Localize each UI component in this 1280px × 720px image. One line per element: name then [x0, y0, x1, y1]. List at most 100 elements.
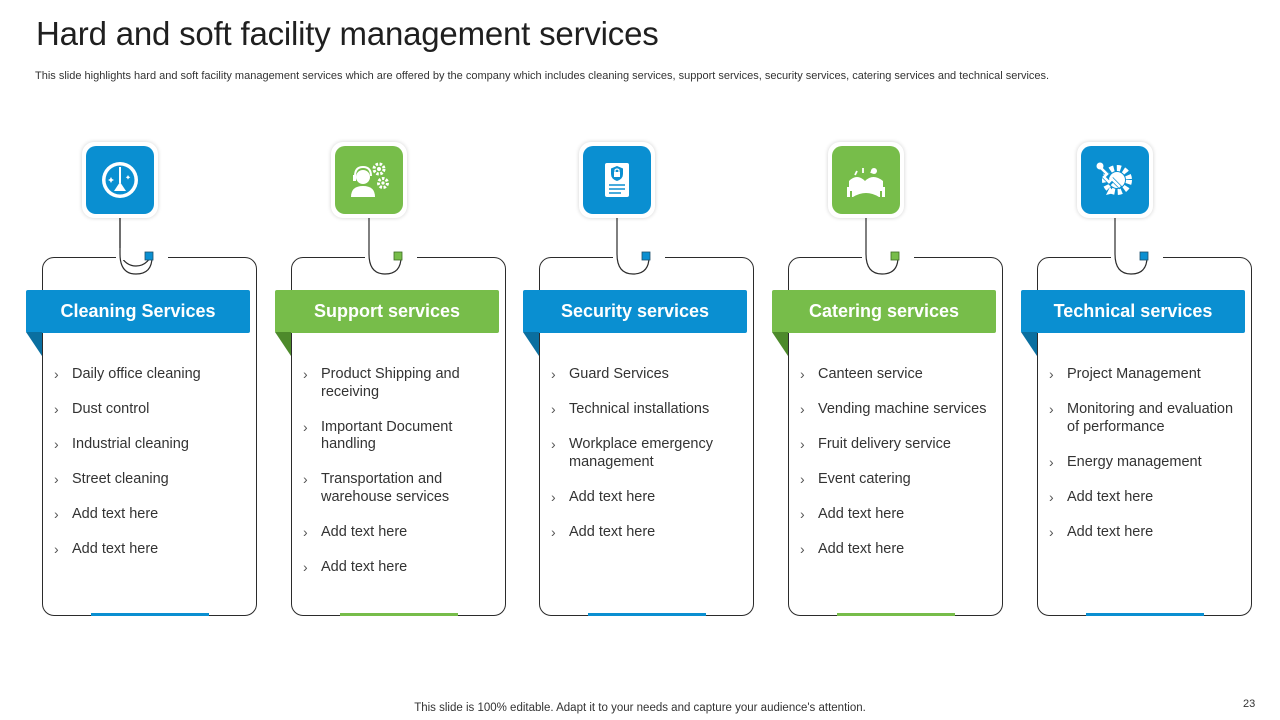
list-item-text: Add text here: [569, 488, 656, 505]
list-item: › Add text here: [1049, 489, 1245, 507]
chevron-right-icon: ›: [1049, 401, 1054, 417]
broom-clock-icon: [86, 146, 154, 214]
list-item-text: Monitoring and evaluation of performance: [1067, 401, 1234, 435]
chevron-right-icon: ›: [303, 523, 308, 540]
card-security-services: Security services ›Guard Services›Techni…: [523, 142, 755, 622]
card-connector: [862, 218, 914, 275]
list-item: › Daily office cleaning: [54, 366, 250, 384]
icon-frame: [579, 142, 655, 218]
list-item: › Add text here: [303, 524, 499, 542]
card-item-list: › Project Management › Monitoring and evalu…: [1049, 366, 1245, 559]
list-item-text: Daily office cleaning: [72, 366, 201, 382]
card-item-list: ›Guard Services›Technical installations›…: [551, 366, 747, 559]
chevron-right-icon: ›: [800, 471, 805, 487]
chevron-right-icon: ›: [1049, 488, 1054, 505]
chevron-right-icon: ›: [54, 401, 59, 417]
chevron-right-icon: ›: [54, 471, 59, 487]
list-item: › Add text here: [303, 559, 499, 577]
list-item-text: Add text here: [569, 523, 656, 540]
slide-subtitle: This slide highlights hard and soft faci…: [35, 70, 1050, 82]
list-item-text: Street cleaning: [72, 471, 169, 487]
list-item-text: Workplace emergency management: [569, 436, 713, 470]
list-item: ›Guard Services: [551, 366, 747, 384]
chevron-right-icon: ›: [800, 541, 805, 557]
icon-frame: [331, 142, 407, 218]
catering-food-icon: [832, 146, 900, 214]
chevron-right-icon: ›: [54, 436, 59, 452]
list-item-text: Dust control: [72, 401, 150, 417]
card-catering-services: Catering services ›Canteen service›Vendi…: [772, 142, 1004, 622]
chevron-right-icon: ›: [54, 366, 59, 382]
list-item-text: Add text here: [72, 541, 159, 557]
list-item-text: Add text here: [72, 506, 159, 522]
list-item: › Event catering: [800, 471, 996, 489]
icon-frame: [1077, 142, 1153, 218]
list-item: ›Important Document handling: [303, 419, 499, 454]
list-item-text: Add text here: [818, 541, 905, 557]
chevron-right-icon: ›: [800, 506, 805, 522]
chevron-right-icon: ›: [303, 471, 308, 487]
list-item-text: Project Management: [1067, 366, 1201, 382]
card-accent-bar: [588, 613, 706, 616]
list-item: ›Energy management: [1049, 454, 1245, 472]
list-item-text: Add text here: [321, 558, 408, 575]
list-item: › Industrial cleaning: [54, 436, 250, 454]
list-item-text: Transportation and warehouse services: [321, 471, 450, 505]
card-connector: [613, 218, 665, 275]
list-item: › Workplace emergency management: [551, 436, 747, 471]
chevron-right-icon: ›: [551, 401, 556, 417]
list-item-text: Event catering: [818, 471, 911, 487]
card-technical-services: Technical services › Project Management › M…: [1021, 142, 1253, 622]
header-fold: [772, 332, 788, 356]
card-accent-bar: [340, 613, 458, 616]
card-title: Catering services: [772, 290, 996, 333]
list-item-text: Product Shipping and receiving: [321, 366, 460, 400]
list-item: › Dust control: [54, 401, 250, 419]
list-item: › Monitoring and evaluation of performanc…: [1049, 401, 1245, 436]
list-item: ›Canteen service: [800, 366, 996, 384]
card-accent-bar: [837, 613, 955, 616]
list-item-text: Add text here: [1067, 488, 1154, 505]
page-number: 23: [1243, 698, 1256, 710]
list-item-text: Industrial cleaning: [72, 436, 189, 452]
list-item-text: Add text here: [321, 523, 408, 540]
chevron-right-icon: ›: [1049, 523, 1054, 540]
chevron-right-icon: ›: [551, 366, 556, 382]
slide-footer: This slide is 100% editable. Adapt it to…: [414, 702, 866, 714]
header-fold: [26, 332, 42, 356]
chevron-right-icon: ›: [54, 506, 59, 522]
list-item: ›Technical installations: [551, 401, 747, 419]
chevron-right-icon: ›: [54, 541, 59, 557]
card-connector: [365, 218, 417, 275]
list-item: ›Fruit delivery service: [800, 436, 996, 454]
list-item: › Transportation and warehouse services: [303, 471, 499, 506]
chevron-right-icon: ›: [551, 488, 556, 505]
list-item: › Product Shipping and receiving: [303, 366, 499, 401]
technical-wrench-gear-icon: [1081, 146, 1149, 214]
chevron-right-icon: ›: [1049, 453, 1054, 470]
list-item-text: Vending machine services: [818, 401, 987, 417]
icon-frame: [828, 142, 904, 218]
security-document-lock-icon: [583, 146, 651, 214]
list-item: › Add text here: [800, 541, 996, 559]
list-item: › Add text here: [54, 506, 250, 524]
list-item: ›Add text here: [551, 524, 747, 542]
chevron-right-icon: ›: [1049, 366, 1054, 382]
card-connector: [116, 218, 168, 275]
card-support-services: Support services ›Product Shipping and r…: [275, 142, 507, 622]
card-cleaning-services: Cleaning Services › Daily office cleaning…: [26, 142, 258, 622]
card-title: Technical services: [1021, 290, 1245, 333]
list-item-text: Canteen service: [818, 366, 923, 382]
card-title: Cleaning Services: [26, 290, 250, 333]
chevron-right-icon: ›: [303, 418, 308, 435]
chevron-right-icon: ›: [303, 558, 308, 575]
slide-title: Hard and soft facility management servic…: [36, 15, 659, 52]
icon-frame: [82, 142, 158, 218]
list-item: › Project Management: [1049, 366, 1245, 384]
card-accent-bar: [1086, 613, 1204, 616]
header-fold: [275, 332, 291, 356]
list-item: ›Add text here: [800, 506, 996, 524]
list-item-text: Add text here: [1067, 523, 1154, 540]
chevron-right-icon: ›: [303, 366, 308, 382]
chevron-right-icon: ›: [551, 436, 556, 452]
